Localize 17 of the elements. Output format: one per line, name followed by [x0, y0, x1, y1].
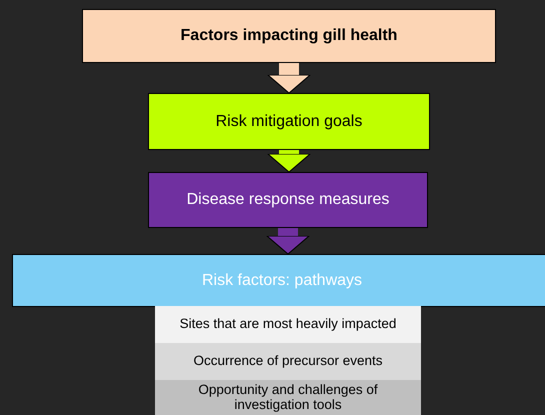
- list-row: [155, 343, 421, 380]
- list-row: [155, 380, 421, 415]
- block-arrow: [268, 63, 310, 94]
- process-box: [148, 172, 428, 228]
- process-box: [148, 93, 430, 150]
- box-label: Factors impacting gill health: [180, 27, 398, 45]
- block-arrow: [268, 150, 310, 172]
- process-box: [82, 9, 496, 63]
- box-label: Sites that are most heavily impacted: [180, 317, 396, 332]
- box-label: Occurrence of precursor events: [193, 354, 383, 369]
- box-label: Opportunity and challenges of investigation tools: [197, 382, 379, 412]
- list-row: [155, 306, 421, 343]
- box-label: Risk factors: pathways: [202, 272, 362, 290]
- block-arrow: [266, 228, 310, 254]
- box-label: Risk mitigation goals: [216, 112, 362, 130]
- process-box: [12, 254, 545, 307]
- box-label: Disease response measures: [186, 191, 390, 209]
